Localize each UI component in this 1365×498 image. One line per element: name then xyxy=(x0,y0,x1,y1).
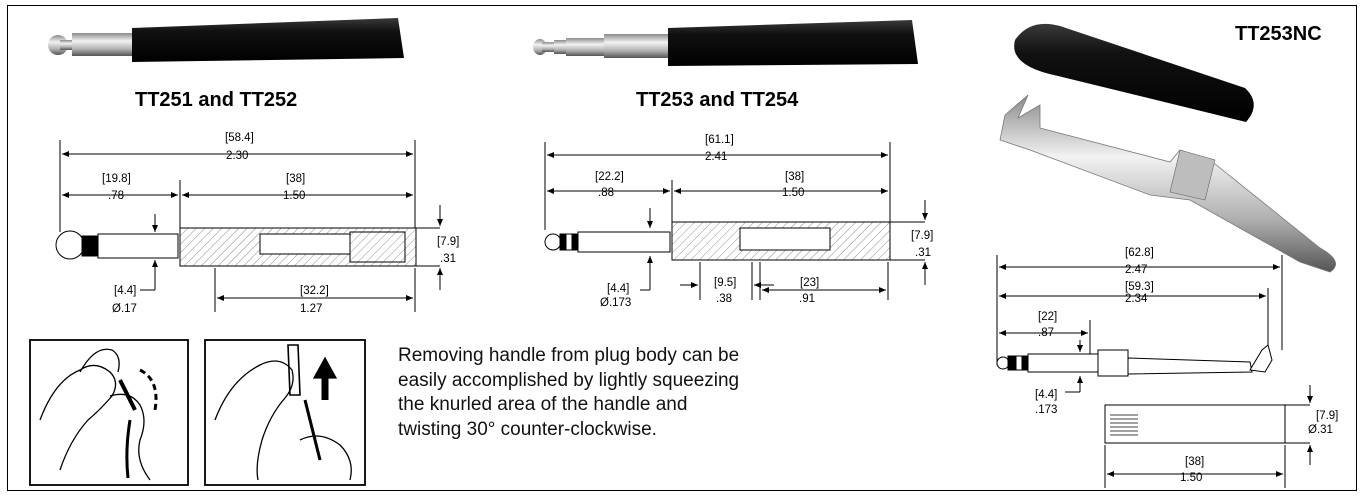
svg-text:1.27: 1.27 xyxy=(300,303,322,315)
svg-text:[7.9]: [7.9] xyxy=(437,236,459,248)
tt253nc-dim-labels: [62.8] 2.47 [59.3] 2.34 [22] .87 [4.4] .… xyxy=(1035,247,1338,484)
svg-text:[32.2]: [32.2] xyxy=(300,285,329,297)
svg-text:Ø.17: Ø.17 xyxy=(112,303,137,315)
svg-text:[22]: [22] xyxy=(1038,311,1057,323)
svg-text:1.50: 1.50 xyxy=(1180,472,1202,484)
svg-text:.31: .31 xyxy=(440,253,456,265)
svg-text:[7.9]: [7.9] xyxy=(911,230,933,242)
label-tt251: TT251 and TT252 xyxy=(135,89,297,111)
tt251-dimension-drawing xyxy=(55,140,443,312)
tt251-plug-photo xyxy=(48,18,404,62)
tt253nc-plug-body-photo xyxy=(999,94,1337,273)
svg-text:.87: .87 xyxy=(1038,327,1054,339)
instructions-line-4: twisting 30° counter-clockwise. xyxy=(398,418,657,440)
svg-text:.31: .31 xyxy=(915,247,931,259)
svg-text:.88: .88 xyxy=(598,187,614,199)
figure-frame xyxy=(7,5,1357,491)
instructions-text: Removing handle from plug body can be ea… xyxy=(398,344,838,442)
svg-text:2.41: 2.41 xyxy=(705,151,727,163)
tt253nc-handle-photo xyxy=(1014,23,1254,122)
svg-text:1.50: 1.50 xyxy=(782,187,804,199)
instructions-line-2: easily accomplished by lightly squeezing xyxy=(398,369,740,391)
svg-text:.173: .173 xyxy=(1035,404,1057,416)
svg-text:[23]: [23] xyxy=(800,277,819,289)
svg-text:[4.4]: [4.4] xyxy=(607,283,629,295)
svg-text:.38: .38 xyxy=(716,293,732,305)
svg-text:.91: .91 xyxy=(799,293,815,305)
svg-text:[22.2]: [22.2] xyxy=(595,171,624,183)
instructions-line-1: Removing handle from plug body can be xyxy=(398,345,740,366)
svg-text:[59.3]: [59.3] xyxy=(1125,281,1154,293)
svg-text:[61.1]: [61.1] xyxy=(705,134,734,146)
tt253-dim-labels: [61.1] 2.41 [22.2] .88 [38] 1.50 [7.9] .… xyxy=(595,134,933,309)
tt251-dim-labels: [58.4] 2.30 [19.8] .78 [38] 1.50 [7.9] .… xyxy=(102,132,459,315)
hand-pull-illustration xyxy=(204,339,366,486)
svg-text:[4.4]: [4.4] xyxy=(1035,389,1057,401)
label-tt253nc: TT253NC xyxy=(1235,23,1322,45)
svg-text:2.34: 2.34 xyxy=(1125,293,1148,305)
label-tt253: TT253 and TT254 xyxy=(636,89,799,111)
svg-text:[38]: [38] xyxy=(1185,456,1204,468)
svg-text:Ø.31: Ø.31 xyxy=(1308,424,1333,436)
svg-text:2.47: 2.47 xyxy=(1125,264,1147,276)
svg-text:2.30: 2.30 xyxy=(226,150,248,162)
svg-text:.78: .78 xyxy=(108,190,124,202)
instructions-line-3: the knurled area of the handle and xyxy=(398,394,688,415)
hand-twist-illustration xyxy=(29,339,189,486)
svg-text:[9.5]: [9.5] xyxy=(714,277,736,289)
svg-text:[4.4]: [4.4] xyxy=(114,285,136,297)
svg-text:[58.4]: [58.4] xyxy=(225,132,254,144)
svg-text:[62.8]: [62.8] xyxy=(1125,247,1154,259)
svg-text:[19.8]: [19.8] xyxy=(102,173,131,185)
svg-text:[38]: [38] xyxy=(785,171,804,183)
svg-text:[38]: [38] xyxy=(286,173,305,185)
svg-text:Ø.173: Ø.173 xyxy=(600,297,631,309)
svg-text:1.50: 1.50 xyxy=(283,190,305,202)
svg-text:[7.9]: [7.9] xyxy=(1316,410,1338,422)
tt253-dimension-drawing xyxy=(544,142,928,300)
tt253nc-dimension-drawing xyxy=(996,255,1313,488)
tt253-plug-photo xyxy=(533,20,918,66)
